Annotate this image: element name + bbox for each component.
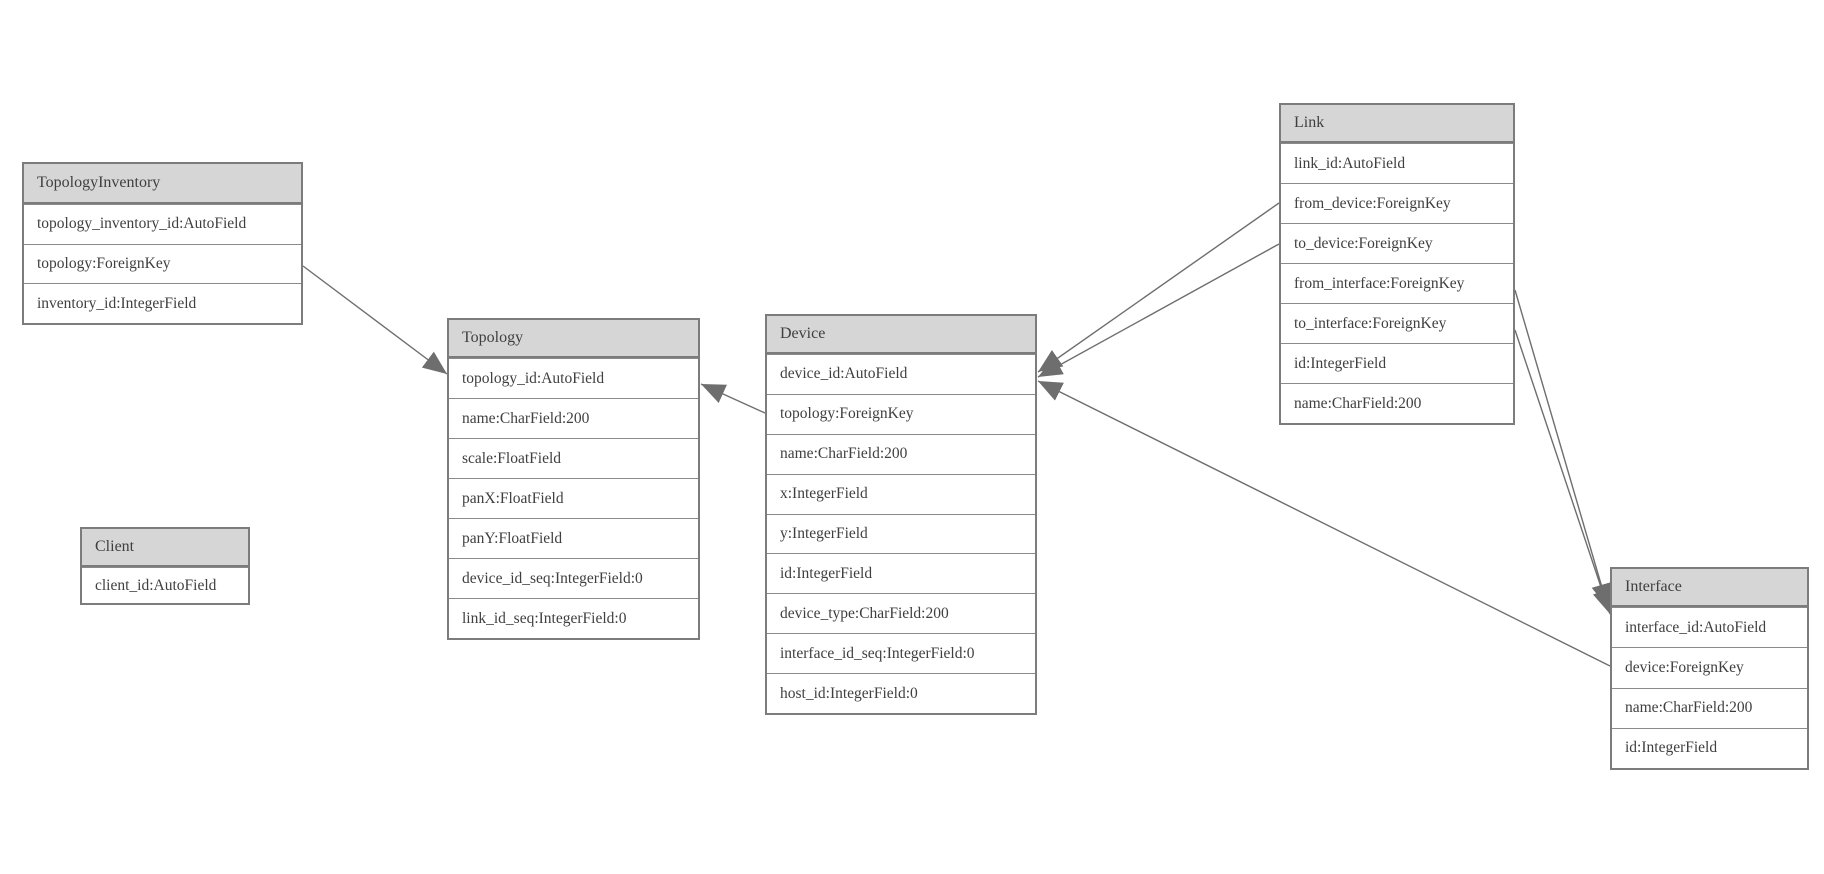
entity-field-row: interface_id_seq:IntegerField:0 (767, 633, 1035, 674)
entity-field-row: to_device:ForeignKey (1281, 223, 1513, 263)
entity-header-device: Device (767, 316, 1035, 354)
entity-field-row: link_id_seq:IntegerField:0 (449, 598, 698, 638)
entity-field-row: x:IntegerField (767, 473, 1035, 514)
edge-link-from_interface-to-interface-interface_id (1514, 289, 1611, 609)
entity-device: Device device_id:AutoField topology:Foreig… (765, 314, 1037, 715)
entity-field-label: name:CharField:200 (462, 409, 590, 427)
entity-field-label: name:CharField:200 (780, 445, 908, 463)
entity-field-label: device_type:CharField:200 (780, 604, 949, 622)
entity-field-label: link_id_seq:IntegerField:0 (462, 609, 627, 627)
edge-link-to_interface-to-interface-interface_id (1514, 329, 1612, 615)
entity-field-row: id:IntegerField (1281, 343, 1513, 383)
entity-field-label: from_interface:ForeignKey (1294, 274, 1465, 292)
entity-field-label: panX:FloatField (462, 489, 564, 507)
edge-device-topology-to-topology-topology_id (700, 383, 766, 414)
entity-field-row: topology:ForeignKey (24, 243, 301, 284)
entity-title: TopologyInventory (37, 174, 161, 191)
entity-link: Link link_id:AutoField from_device:Foreign… (1279, 103, 1515, 425)
edge-interface-device-to-device-device_id (1037, 380, 1611, 667)
entity-field-row: device_id_seq:IntegerField:0 (449, 558, 698, 598)
entity-title: Link (1294, 114, 1325, 131)
entity-field-row: name:CharField:200 (449, 398, 698, 438)
entity-field-label: id:IntegerField (1625, 739, 1718, 757)
entity-title: Device (780, 325, 826, 342)
entity-field-row: from_device:ForeignKey (1281, 183, 1513, 223)
entity-field-label: topology:ForeignKey (37, 255, 171, 272)
entity-field-row: name:CharField:200 (1281, 383, 1513, 423)
entity-field-label: client_id:AutoField (95, 576, 217, 594)
edge-link-from_device-to-device-device_id (1037, 202, 1280, 373)
entity-interface: Interface interface_id:AutoField device:Fo… (1610, 567, 1809, 770)
entity-field-row: device_type:CharField:200 (767, 593, 1035, 634)
entity-field-label: link_id:AutoField (1294, 154, 1406, 172)
entity-field-label: from_device:ForeignKey (1294, 194, 1451, 212)
entity-field-label: name:CharField:200 (1625, 699, 1753, 717)
entity-title: Topology (462, 329, 524, 346)
entity-field-label: inventory_id:IntegerField (37, 294, 197, 312)
entity-field-row: from_interface:ForeignKey (1281, 263, 1513, 303)
entity-field-row: to_interface:ForeignKey (1281, 303, 1513, 343)
entity-field-label: to_device:ForeignKey (1294, 234, 1433, 252)
entity-field-label: topology_inventory_id:AutoField (37, 215, 247, 233)
entity-field-label: id:IntegerField (780, 564, 873, 582)
entity-header-interface: Interface (1612, 569, 1807, 607)
entity-header-topologyinventory: TopologyInventory (24, 164, 301, 204)
entity-field-row: panY:FloatField (449, 518, 698, 558)
edge-topologyinventory-topology-to-topology-topology_id (302, 265, 448, 375)
entity-topologyinventory: TopologyInventory topology_inventory_id:A… (22, 162, 303, 325)
edge-link-to_device-to-device-device_id (1037, 243, 1280, 378)
entity-field-label: x:IntegerField (780, 485, 868, 503)
entity-client: Client client_id:AutoField (80, 527, 250, 605)
entity-topology: Topology topology_id:AutoField name:CharFi… (447, 318, 700, 640)
entity-field-row: device:ForeignKey (1612, 647, 1807, 688)
entity-field-label: y:IntegerField (780, 525, 868, 542)
entity-field-row: topology:ForeignKey (767, 393, 1035, 434)
entity-field-row: scale:FloatField (449, 438, 698, 478)
entity-field-label: name:CharField:200 (1294, 394, 1422, 412)
entity-field-row: link_id:AutoField (1281, 143, 1513, 183)
entity-field-label: host_id:IntegerField:0 (780, 684, 918, 702)
entity-field-label: device_id_seq:IntegerField:0 (462, 569, 643, 587)
entity-header-link: Link (1281, 105, 1513, 143)
entity-header-topology: Topology (449, 320, 698, 358)
entity-field-label: interface_id_seq:IntegerField:0 (780, 644, 975, 662)
entity-field-row: topology_inventory_id:AutoField (24, 204, 301, 244)
entity-field-label: id:IntegerField (1294, 354, 1387, 372)
entity-field-row: topology_id:AutoField (449, 358, 698, 398)
entity-field-row: id:IntegerField (1612, 727, 1807, 768)
entity-field-row: device_id:AutoField (767, 354, 1035, 394)
entity-field-label: topology:ForeignKey (780, 405, 914, 423)
entity-field-row: inventory_id:IntegerField (24, 283, 301, 324)
entity-field-row: name:CharField:200 (1612, 687, 1807, 728)
entity-header-client: Client (82, 529, 248, 567)
entity-field-row: id:IntegerField (767, 553, 1035, 594)
entity-title: Client (95, 538, 135, 555)
entity-field-row: panX:FloatField (449, 478, 698, 518)
entity-field-label: device:ForeignKey (1625, 658, 1744, 676)
entity-field-label: topology_id:AutoField (462, 369, 605, 387)
entity-title: Interface (1625, 578, 1682, 595)
entity-field-row: name:CharField:200 (767, 433, 1035, 474)
entity-field-label: scale:FloatField (462, 449, 562, 467)
entity-field-row: host_id:IntegerField:0 (767, 673, 1035, 714)
entity-field-row: interface_id:AutoField (1612, 607, 1807, 648)
entity-field-label: interface_id:AutoField (1625, 618, 1767, 636)
entity-field-row: y:IntegerField (767, 513, 1035, 554)
entity-field-row: client_id:AutoField (82, 567, 248, 603)
entity-field-label: to_interface:ForeignKey (1294, 314, 1447, 332)
entity-field-label: device_id:AutoField (780, 365, 908, 383)
entity-field-label: panY:FloatField (462, 529, 563, 547)
